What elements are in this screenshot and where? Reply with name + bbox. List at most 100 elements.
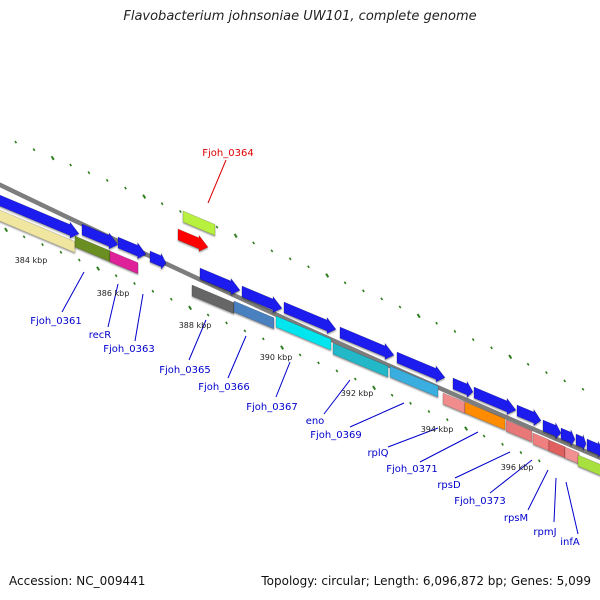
gene-label: Fjoh_0365 (159, 365, 210, 376)
accession-text: Accession: NC_009441 (9, 574, 146, 588)
tick-mark (353, 377, 357, 381)
gene-labels: Fjoh_0364Fjoh_0361recRFjoh_0363Fjoh_0365… (30, 148, 580, 548)
tick-mark (427, 409, 431, 414)
feature-block (191, 284, 235, 315)
cds-arrow (396, 351, 446, 383)
tick-mark (77, 258, 81, 262)
tick-mark (380, 297, 384, 301)
tick-mark (307, 265, 310, 269)
genome-backbone (0, 182, 600, 461)
tick-mark (526, 362, 530, 366)
tick-mark (464, 426, 469, 431)
gene-label: Fjoh_0369 (310, 430, 361, 441)
tick-mark (87, 171, 91, 175)
label-leader-line (107, 283, 119, 328)
cds-arrow (117, 236, 147, 260)
gene-label: infA (560, 537, 580, 548)
label-leader-line (489, 459, 533, 494)
tick-mark (298, 353, 302, 357)
tick-mark (169, 297, 173, 301)
feature-block (464, 401, 506, 431)
tick-mark (4, 227, 9, 233)
label-leader-line (275, 361, 291, 398)
scale-label: 384 kbp (15, 256, 48, 265)
cds-arrow (283, 301, 337, 335)
tick-mark (124, 186, 127, 190)
tick-mark (390, 393, 394, 397)
tick-mark (335, 369, 339, 373)
label-leader-line (454, 451, 511, 479)
tick-mark (59, 250, 63, 254)
gene-label: Fjoh_0366 (198, 382, 249, 393)
cds-arrow (586, 438, 600, 459)
topology-text: Topology: circular; Length: 6,096,872 bp… (261, 574, 591, 588)
scale-label: 396 kbp (501, 463, 534, 472)
tick-mark (288, 257, 292, 261)
tick-mark (519, 451, 523, 455)
label-leaders (61, 159, 579, 535)
cds-arrow (149, 250, 167, 271)
gene-track (0, 194, 600, 476)
scale-label: 386 kbp (97, 289, 130, 298)
scale-label: 388 kbp (179, 321, 212, 330)
label-leader-line (387, 427, 439, 448)
tick-mark (471, 338, 475, 342)
tick-mark (22, 235, 26, 239)
tick-mark (243, 329, 247, 333)
label-leader-line (134, 293, 144, 342)
gene-label: rpsM (504, 513, 528, 524)
cds-arrow (560, 427, 576, 447)
label-leader-line (565, 481, 579, 535)
tick-mark (233, 233, 238, 239)
feature-block (109, 250, 139, 275)
scale-label: 394 kbp (421, 425, 454, 434)
tick-mark (280, 345, 285, 350)
gene-label: Fjoh_0361 (30, 316, 81, 327)
tick-mark (188, 305, 193, 311)
label-leader-line (419, 431, 479, 463)
gene-label: recR (89, 330, 112, 341)
feature-block (233, 300, 275, 330)
tick-mark (270, 249, 274, 253)
tick-mark (453, 329, 457, 333)
tick-mark (41, 243, 44, 247)
tick-mark (372, 385, 377, 391)
cds-arrow (339, 326, 395, 360)
tick-mark (317, 361, 320, 365)
cds-arrow (542, 419, 562, 440)
tick-mark (50, 155, 55, 161)
tick-mark (96, 266, 101, 271)
tick-mark (206, 313, 210, 317)
tick-mark (362, 289, 365, 293)
tick-mark (545, 371, 548, 375)
tick-mark (482, 434, 486, 438)
feature-block (505, 419, 533, 443)
feature-block (182, 210, 216, 236)
cds-arrow (473, 386, 517, 415)
gene-label: Fjoh_0373 (454, 496, 505, 507)
feature-block (577, 454, 600, 476)
cds-arrow (199, 267, 241, 295)
tick-mark (398, 305, 402, 309)
tick-mark (581, 387, 585, 391)
gene-label: Fjoh_0364 (202, 148, 253, 159)
tick-mark (416, 313, 421, 319)
label-leader-line (61, 271, 85, 313)
gene-label: Fjoh_0367 (246, 402, 297, 413)
cds-arrow-highlight (177, 228, 209, 252)
tick-mark (435, 321, 438, 325)
tick-mark (215, 225, 219, 229)
scale-label: 390 kbp (260, 353, 293, 362)
inner-tick-ring (4, 227, 541, 463)
tick-mark (501, 442, 504, 446)
tick-mark (32, 148, 36, 152)
label-leader-line (207, 159, 227, 204)
gene-label: eno (306, 416, 325, 427)
tick-mark (133, 281, 136, 286)
feature-block (0, 209, 76, 254)
label-leader-line (553, 477, 557, 523)
cds-arrow (452, 377, 474, 399)
cds-arrow (241, 285, 283, 313)
feature-block (332, 342, 389, 378)
tick-mark (261, 337, 265, 341)
